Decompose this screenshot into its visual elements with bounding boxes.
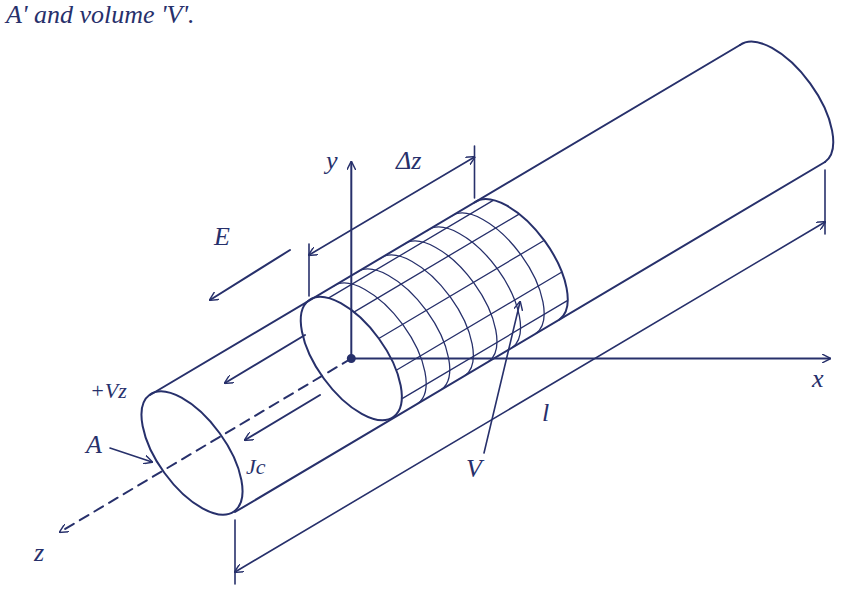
end-cap: [740, 42, 833, 162]
leader-line: [484, 302, 520, 453]
dimension-tick: [474, 146, 476, 198]
current-arrow: [245, 395, 320, 440]
dimension-label: Δz: [396, 148, 421, 174]
current-arrow: [225, 335, 305, 383]
volume-label: V: [466, 456, 482, 482]
dimension-line: [235, 222, 825, 572]
cylinder-top-edge: [150, 45, 740, 395]
z-axis: [60, 359, 351, 533]
potential-label: +Vz: [90, 380, 127, 402]
leader-line: [110, 448, 152, 462]
cylinder-bottom-edge: [235, 162, 825, 512]
field-arrow: [210, 250, 290, 300]
field-label: E: [214, 224, 230, 250]
x-axis: [351, 358, 830, 360]
volume-hatch: [328, 200, 567, 403]
y-axis: [350, 162, 352, 359]
current-label: Jc: [246, 456, 266, 478]
origin-dot: [348, 355, 355, 362]
dimension-tick: [308, 244, 310, 296]
axis-label: x: [812, 366, 824, 392]
dimension-tick: [234, 520, 236, 584]
volume-end: [475, 199, 568, 319]
dimension-tick: [824, 170, 826, 234]
axis-label: y: [326, 148, 338, 174]
dimension-label: l: [542, 400, 549, 426]
heading-note: A' and volume 'V'.: [6, 2, 195, 28]
area-label: A: [86, 432, 102, 458]
axis-label: z: [34, 540, 44, 566]
